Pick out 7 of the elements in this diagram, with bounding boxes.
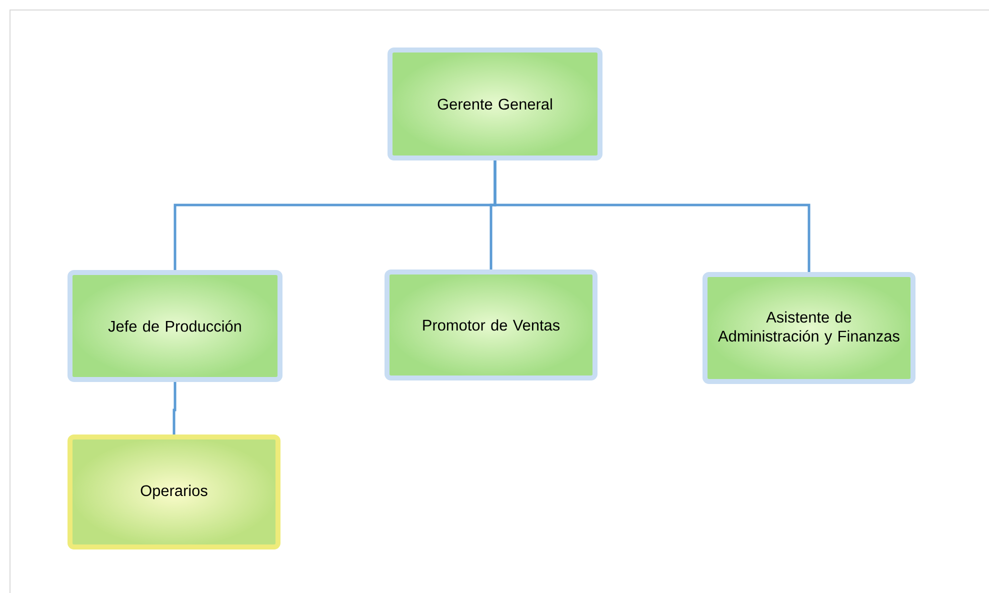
org-box: Asistente de Administración y Finanzas bbox=[702, 272, 916, 384]
connector-line bbox=[172, 382, 176, 434]
org-box: Jefe de Producción bbox=[68, 270, 282, 382]
org-box: Operarios bbox=[68, 434, 280, 550]
org-box: Promotor de Ventas bbox=[384, 269, 598, 380]
org-box: Gerente General bbox=[388, 48, 602, 160]
connector-line bbox=[494, 160, 810, 272]
